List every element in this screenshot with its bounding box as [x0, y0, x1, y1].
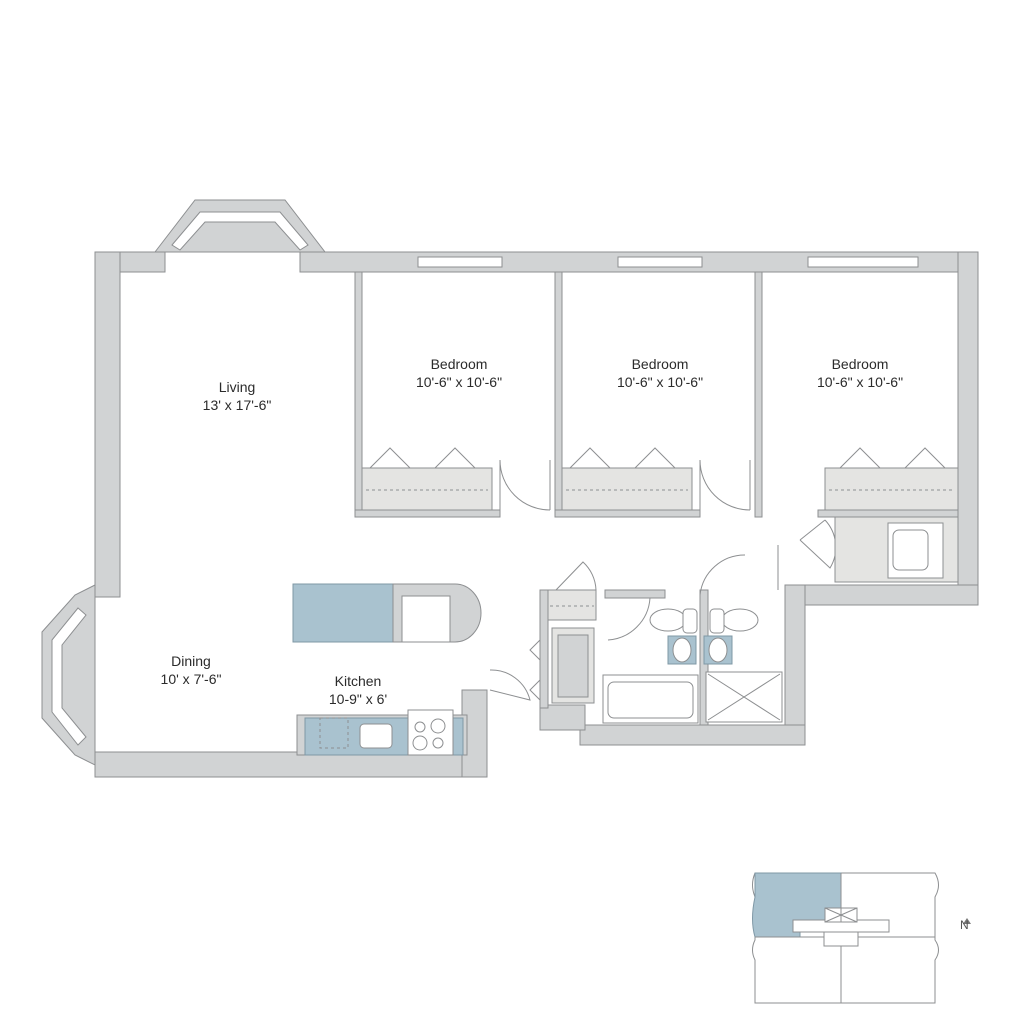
north-arrow-icon [963, 918, 971, 924]
room-name: Kitchen [334, 673, 382, 689]
room-size: 10'-6" x 10'-6" [816, 374, 904, 390]
room-size: 13' x 17'-6" [202, 397, 272, 413]
room-name: Bedroom [631, 356, 689, 372]
room-name: Dining [171, 653, 211, 669]
windows [417, 256, 919, 268]
room-name: Bedroom [430, 356, 488, 372]
north-label: N [960, 918, 969, 932]
room-name: Bedroom [831, 356, 889, 372]
room-size: 10' x 7'-6" [160, 671, 222, 687]
room-label-kitchen: Kitchen 10-9" x 6' [329, 672, 387, 708]
room-label-living: Living 13' x 17'-6" [203, 378, 272, 414]
room-label-bedroom-3: Bedroom 10'-6" x 10'-6" [817, 355, 903, 391]
bathrooms [602, 608, 783, 724]
key-plan [752, 872, 971, 1004]
bedroom-closets [361, 447, 959, 511]
walls [94, 251, 979, 778]
top-bay-window [153, 199, 327, 253]
left-bay-window [41, 584, 96, 766]
washer-dryer [834, 516, 959, 583]
room-label-bedroom-1: Bedroom 10'-6" x 10'-6" [416, 355, 502, 391]
room-name: Living [218, 379, 256, 395]
room-label-dining: Dining 10' x 7'-6" [161, 652, 222, 688]
room-size: 10'-6" x 10'-6" [415, 374, 503, 390]
kitchen-counter [296, 709, 468, 756]
room-label-bedroom-2: Bedroom 10'-6" x 10'-6" [617, 355, 703, 391]
room-size: 10'-6" x 10'-6" [616, 374, 704, 390]
hall-closets [529, 561, 597, 704]
room-size: 10-9" x 6' [328, 691, 388, 707]
kitchen-island [292, 583, 482, 643]
